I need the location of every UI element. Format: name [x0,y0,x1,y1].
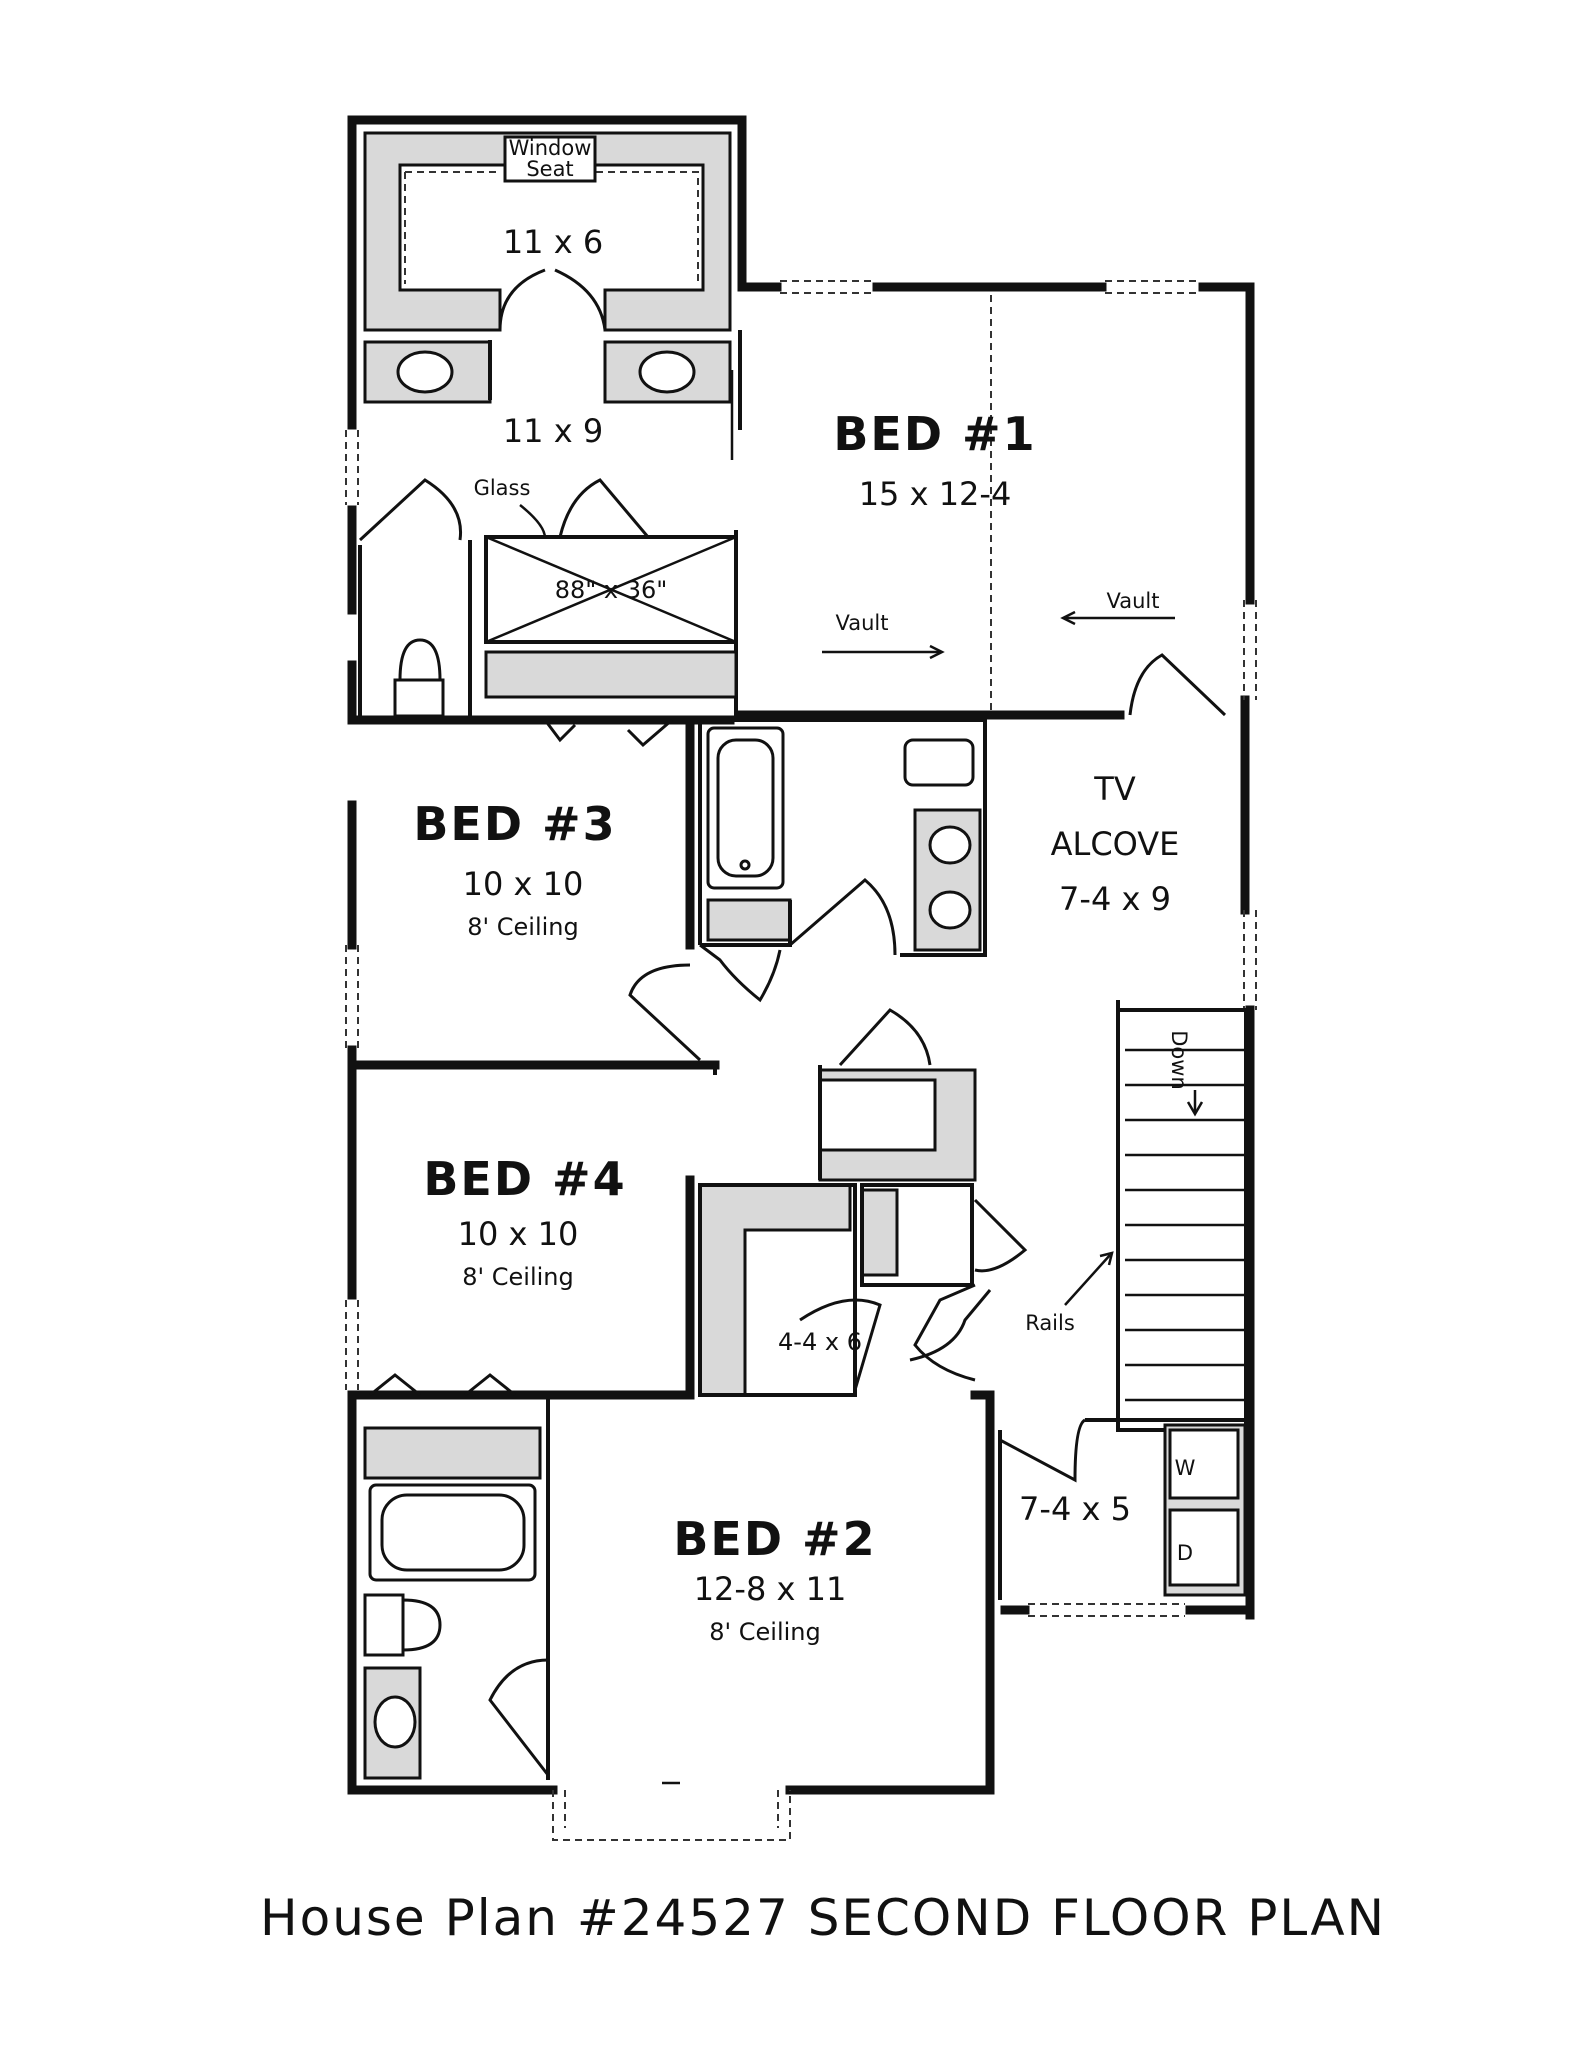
closet: 4-4 x 6 [698,1183,1028,1397]
window-seat [503,135,597,183]
dryer-icon [1168,1508,1240,1587]
master-bath-dims: 11 x 9 [503,412,603,450]
sink-icon [638,350,696,394]
bed2-dims: 12-8 x 11 [694,1570,847,1608]
tv-alcove-line1: TV [1093,770,1136,808]
vault-left-label: Vault [836,611,889,635]
toilet-icon [903,738,975,787]
tv-alcove-dims: 7-4 x 9 [1059,880,1171,918]
bed1-door[interactable] [1128,653,1227,717]
shower-dims: 88" x 36" [555,576,668,604]
sink-icon [928,890,972,930]
stairs: Down Rails [1025,1000,1248,1432]
tv-alcove-line2: ALCOVE [1051,825,1180,863]
washer-label: W [1175,1456,1196,1480]
exterior-walls [347,115,1255,1795]
bed2-ceiling: 8' Ceiling [709,1618,820,1646]
glass-label: Glass [474,476,531,500]
bed4: BED #4 10 x 10 8' Ceiling [347,1152,695,1400]
plan-title: House Plan #24527 SECOND FLOOR PLAN [260,1889,1386,1947]
window-seat-label: Window [509,136,592,160]
bed1-dims: 15 x 12-4 [859,475,1012,513]
dryer-label: D [1177,1541,1193,1565]
washer-icon [1168,1428,1240,1500]
vanity-counter [484,650,738,699]
double-door-left[interactable] [498,268,546,331]
laundry: W D 7-4 x 5 [998,1418,1250,1600]
toilet-tank-icon [363,1593,405,1657]
master-bath: 11 x 9 88" x 36" Glass [347,330,742,725]
bed3-dims: 10 x 10 [463,865,584,903]
toilet-icon [401,1598,442,1652]
linen-closet [700,1008,977,1182]
bed3-ceiling: 8' Ceiling [467,913,578,941]
window-seat-room: Window Seat 11 x 6 [363,131,732,332]
window-seat-room-dims: 11 x 6 [503,223,603,261]
tv-alcove: TV ALCOVE 7-4 x 9 [1051,770,1180,918]
bed4-dims: 10 x 10 [458,1215,579,1253]
window-openings [345,280,1257,1841]
bed1: BED #1 15 x 12-4 Vault Vault [735,295,1227,720]
sink-icon [928,825,972,865]
hall-bath [698,718,987,1003]
window-seat-label-2: Seat [526,157,573,181]
laundry-dims: 7-4 x 5 [1019,1490,1131,1528]
bed3: BED #3 10 x 10 8' Ceiling [347,715,720,1070]
bed2: BED #2 12-8 x 11 8' Ceiling [548,1390,995,1646]
bed3-name: BED #3 [413,797,616,851]
vanity-counter [363,1426,542,1480]
closet-dims: 4-4 x 6 [778,1328,862,1356]
toilet-tank-icon [393,678,445,718]
toilet-icon [398,638,442,682]
sink-icon [396,350,454,394]
vault-right-label: Vault [1107,589,1160,613]
rails-label: Rails [1025,1311,1075,1335]
bed1-name: BED #1 [833,407,1036,461]
bed4-name: BED #4 [423,1152,626,1206]
bed4-ceiling: 8' Ceiling [462,1263,573,1291]
bed2-name: BED #2 [673,1512,876,1566]
bed3-door[interactable] [628,963,702,1062]
stairs-down-label: Down [1167,1030,1191,1090]
sink-icon [373,1695,417,1749]
stair-treads [1125,1048,1245,1402]
hall-bath-2 [363,1395,550,1780]
